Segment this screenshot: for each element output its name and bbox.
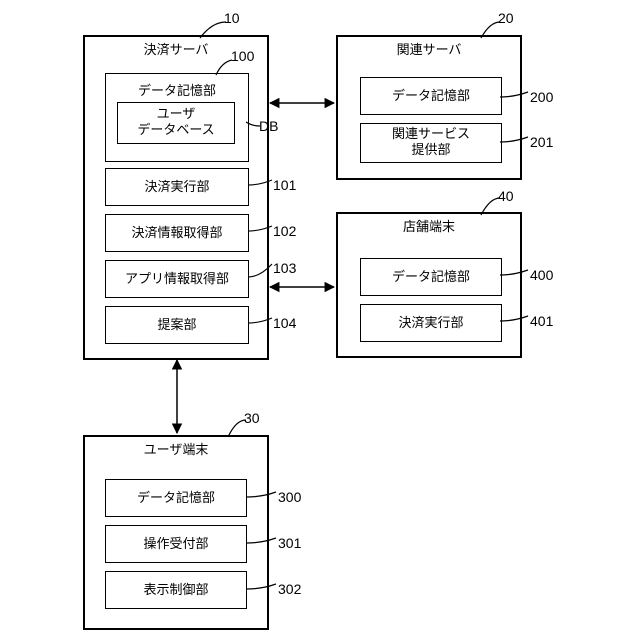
ref-102: 102 bbox=[273, 223, 296, 239]
ref-100: 100 bbox=[231, 48, 254, 64]
ref-db: DB bbox=[259, 118, 278, 134]
related-service-provision-unit: 関連サービス 提供部 bbox=[360, 123, 502, 163]
ref-20: 20 bbox=[498, 10, 514, 26]
payment-server-box: 決済サーバ データ記憶部 ユーザ データベース 決済実行部 決済情報取得部 アプ… bbox=[83, 35, 269, 360]
related-service-line1: 関連サービス bbox=[392, 127, 470, 143]
user-database-line2: データベース bbox=[137, 123, 214, 139]
ref-101: 101 bbox=[273, 177, 296, 193]
related-server-title: 関連サーバ bbox=[338, 43, 520, 59]
ref-400: 400 bbox=[530, 267, 553, 283]
payment-data-storage-box: データ記憶部 ユーザ データベース bbox=[105, 73, 249, 162]
related-data-storage-unit: データ記憶部 bbox=[360, 77, 502, 115]
ref-401: 401 bbox=[530, 313, 553, 329]
user-terminal-title: ユーザ端末 bbox=[85, 443, 267, 459]
ref-104: 104 bbox=[273, 315, 296, 331]
store-payment-execution-unit: 決済実行部 bbox=[360, 304, 502, 342]
store-terminal-title: 店舗端末 bbox=[338, 220, 520, 236]
store-terminal-box: 店舗端末 データ記憶部 決済実行部 bbox=[336, 212, 522, 358]
ref-302: 302 bbox=[278, 581, 301, 597]
app-info-acquisition-unit: アプリ情報取得部 bbox=[105, 260, 249, 298]
display-control-unit: 表示制御部 bbox=[105, 571, 247, 609]
user-terminal-box: ユーザ端末 データ記憶部 操作受付部 表示制御部 bbox=[83, 435, 269, 630]
user-database-box: ユーザ データベース bbox=[117, 102, 235, 144]
payment-data-storage-title: データ記憶部 bbox=[106, 80, 248, 99]
proposal-unit: 提案部 bbox=[105, 306, 249, 344]
payment-info-acquisition-unit: 決済情報取得部 bbox=[105, 214, 249, 252]
user-data-storage-unit: データ記憶部 bbox=[105, 479, 247, 517]
store-data-storage-unit: データ記憶部 bbox=[360, 258, 502, 296]
ref-30: 30 bbox=[244, 410, 260, 426]
operation-reception-unit: 操作受付部 bbox=[105, 525, 247, 563]
related-service-line2: 提供部 bbox=[411, 143, 450, 159]
ref-40: 40 bbox=[498, 188, 514, 204]
ref-300: 300 bbox=[278, 489, 301, 505]
ref-301: 301 bbox=[278, 535, 301, 551]
user-database-line1: ユーザ bbox=[157, 107, 196, 123]
payment-execution-unit: 決済実行部 bbox=[105, 168, 249, 206]
ref-200: 200 bbox=[530, 89, 553, 105]
related-server-box: 関連サーバ データ記憶部 関連サービス 提供部 bbox=[336, 35, 522, 180]
ref-103: 103 bbox=[273, 260, 296, 276]
ref-10: 10 bbox=[224, 10, 240, 26]
ref-201: 201 bbox=[530, 134, 553, 150]
